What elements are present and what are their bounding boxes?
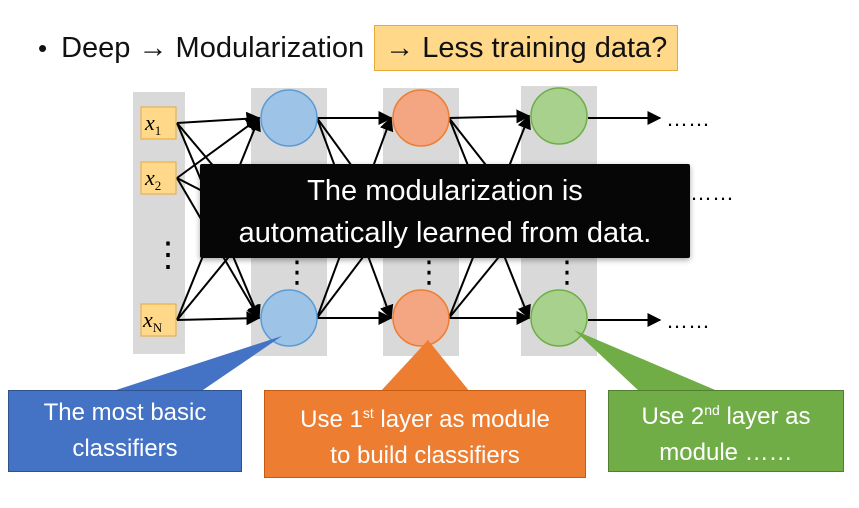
input-xN-base: x [142,307,153,332]
callout-second-layer-module: Use 2nd layer as module …… [608,390,844,472]
layer1-bottom-neuron [260,289,318,347]
callout-orange-line1-sup: st [362,404,374,421]
edge-input1-l1n0 [176,117,261,179]
callout-orange-pointer [380,340,470,392]
callout-orange-line1-post: layer as module [373,405,550,433]
callout-green-pointer [574,330,720,392]
input-x1-base: x [144,110,155,135]
callout-green-line2: module …… [659,438,793,466]
callout-orange-line2: to build classifiers [330,441,520,469]
heading: • Deep → Modularization → Less training … [38,25,679,71]
callout-first-layer-module: Use 1st layer as module to build classif… [264,390,586,478]
callout-blue-pointer [110,336,282,392]
heading-text: Deep → Modularization [61,31,365,64]
layer2-top-neuron [392,89,450,147]
input-x1-sub: 1 [155,123,162,138]
heading-highlight: → Less training data? [374,25,679,71]
modularization-note: The modularization is automatically lear… [200,164,690,258]
callout-blue-line2: classifiers [72,435,178,462]
input-xN-sub: N [153,320,163,335]
edge-input0-l1n0 [176,111,261,126]
layer1-ellipsis: ⋮ [282,256,312,289]
svg-text:x1: x1 [144,110,161,138]
input-ellipsis: ⋮ [151,236,185,274]
bullet-point: • [38,32,48,63]
svg-text:xN: xN [142,307,163,335]
input-x2-base: x [144,165,155,190]
callout-green-line1-post: layer as [719,402,811,430]
layer2-bottom-neuron [392,289,450,347]
output-ellipsis-bottom: …… [666,308,710,333]
output-ellipsis-top: …… [666,106,710,131]
input-x1: x1 [140,106,177,140]
input-x2-sub: 2 [155,178,162,193]
callout-green-line1: Use 2nd layer as [642,392,811,435]
modularization-note-line2: automatically learned from data. [238,217,652,249]
output-ellipsis-middle: …… [690,180,734,205]
callout-orange-line1: Use 1st layer as module [300,395,550,438]
input-x2: x2 [140,161,177,195]
modularization-note-line1: The modularization is [307,175,583,207]
layer3-ellipsis: ⋮ [552,256,582,289]
svg-text:x2: x2 [144,165,161,193]
edge-l2-l3-0-0 [448,109,531,124]
callout-green-line1-pre: Use 2 [641,402,705,430]
layer1-top-neuron [260,89,318,147]
layer3-top-neuron [530,87,588,145]
callout-basic-classifiers: The most basic classifiers [8,390,242,472]
callout-blue-line1: The most basic [43,399,207,426]
input-xN: xN [140,303,177,337]
callout-orange-line1-pre: Use 1 [300,405,363,433]
edge-input2-l1n1 [176,311,261,326]
callout-green-line1-sup: nd [704,401,720,418]
layer2-ellipsis: ⋮ [414,256,444,289]
layer3-bottom-neuron [530,289,588,347]
